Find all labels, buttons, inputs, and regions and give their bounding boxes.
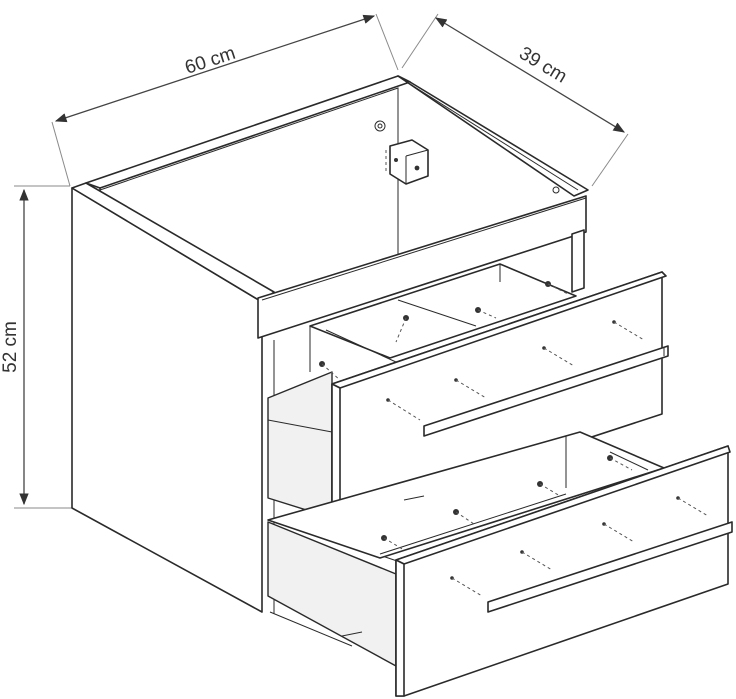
height-label: 52 cm: [0, 321, 21, 373]
dimension-height: 52 cm: [0, 185, 72, 509]
depth-label: 39 cm: [515, 43, 570, 88]
width-label: 60 cm: [182, 43, 238, 79]
lower-drawer: [267, 431, 733, 697]
upper-drawer: [267, 263, 669, 523]
cabinet-carcass: [71, 75, 589, 614]
